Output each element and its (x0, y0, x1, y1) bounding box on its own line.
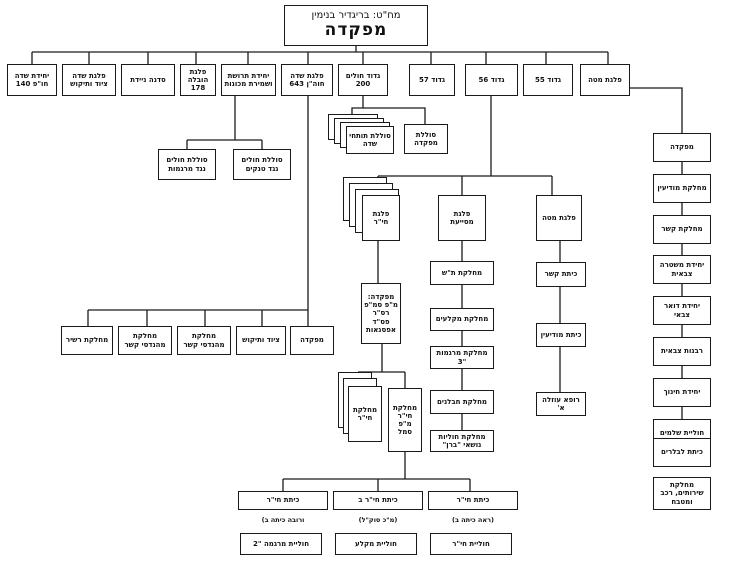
unit-box-battalion-55: גדוד 55 (523, 64, 573, 96)
squad-note: (מ"כ סוק"ל) (358, 516, 398, 524)
squad-note: (ראה כיתה ב) (451, 516, 495, 524)
unit-box-battalion-200: גדוד חולים 200 (338, 64, 388, 96)
hq-title: מפקדה (324, 20, 388, 41)
infantry-platoon: מחלקת חי"ר (348, 386, 382, 442)
staff-unit: רופא עוזלה א' (536, 392, 586, 416)
unit-box-anti-mortar-battery: סוללת חולים נגד מרגמות (158, 149, 216, 180)
unit-box-infantry-company: פלגת חי"ר (362, 195, 400, 241)
support-platoon: מחלקת ת"ש (430, 261, 494, 285)
mate-column-item: כיתת לבלרים (653, 438, 711, 467)
unit-box-field-gun-battery: סוללת תותחי שדה (346, 126, 394, 154)
field-company-platoon: מחלקת מהנדסי קשר (177, 326, 231, 355)
mate-column-item: מחלקת קשר (653, 215, 711, 244)
staff-unit: כיתת מודיעין (536, 323, 586, 347)
unit-box-hq-company: פלגת מטה (536, 195, 582, 241)
infantry-platoon: מחלקת חי"ר מ"פ סמל (388, 388, 422, 452)
unit-box-field-company-equipment: פלגת שדה ציוד ותיקוש (62, 64, 116, 96)
mate-column-item: יחידת חינוך (653, 378, 711, 407)
unit-box-staff-company: פלגת מטה (580, 64, 630, 96)
unit-box-anti-tank-battery: סוללת חולים נגד טנקים (233, 149, 291, 180)
support-platoon: מחלקת חוליות נושאי "ברן" (430, 430, 494, 452)
root-hq-box: מח"ט: בריגדיר בנימין מפקדה (284, 5, 428, 46)
unit-box-machinery-unit: יחידת תרושת ושמירת מכונות (221, 64, 276, 96)
unit-box-transport-company-178: פלגת הובלה 178 (180, 64, 216, 96)
unit-box-field-unit-140: יחידת שדה חו"פ 140 (7, 64, 57, 96)
squad-team: חוליית חי"ר (430, 533, 512, 555)
squad-team: חוליית מרגמה "2 (240, 533, 322, 555)
commander-label: מח"ט: בריגדיר בנימין (311, 9, 401, 21)
unit-box-hq-battery: סוללת מפקדה (404, 124, 448, 154)
mate-column-item: מפקדה (653, 133, 711, 162)
support-platoon: מחלקת מרגמות "3 (430, 346, 494, 369)
squad-box: כיתת חי"ר (238, 491, 328, 510)
mate-column-item: יחידת דואר צבאי (653, 296, 711, 325)
mate-column-item: יחידת משטרה צבאית (653, 255, 711, 284)
squad-box: כיתת חי"ר ב (333, 491, 423, 510)
mate-column-item: מחלקת מודיעין (653, 174, 711, 203)
support-platoon: מחלקת מקלעים (430, 308, 494, 331)
mate-column-item: רבנות צבאית (653, 337, 711, 366)
mate-column-item: מחלקת שירותים, רכב ומטבח (653, 477, 711, 510)
unit-box-mobile-workshop: סדנה ניידת (121, 64, 175, 96)
unit-box-support-company: פלגת מסייעת (438, 195, 486, 241)
squad-note: ורובה כיתה ב) (261, 516, 305, 524)
field-company-platoon: מחלקת מהנדסי קשר (118, 326, 172, 355)
field-company-platoon: מחלקת רשיר (61, 326, 113, 355)
field-company-platoon: מפקדה (290, 326, 334, 355)
unit-box-field-company-643: פלגת שדה חוה"ן 643 (281, 64, 333, 96)
unit-box-battalion-57: גדוד 57 (409, 64, 455, 96)
squad-box: כיתת חי"ר (428, 491, 518, 510)
field-company-platoon: ציוד ותיקוש (236, 326, 286, 355)
unit-box-battalion-56: גדוד 56 (465, 64, 518, 96)
staff-unit: כיתת קשר (536, 262, 586, 287)
infantry-hq-box: מפקדה: מ"פ סמ"פ רס"ר פס"ד אפסנאות (361, 283, 401, 344)
support-platoon: מחלקת חבלנים (430, 390, 494, 414)
squad-team: חוליית מקלע (335, 533, 417, 555)
